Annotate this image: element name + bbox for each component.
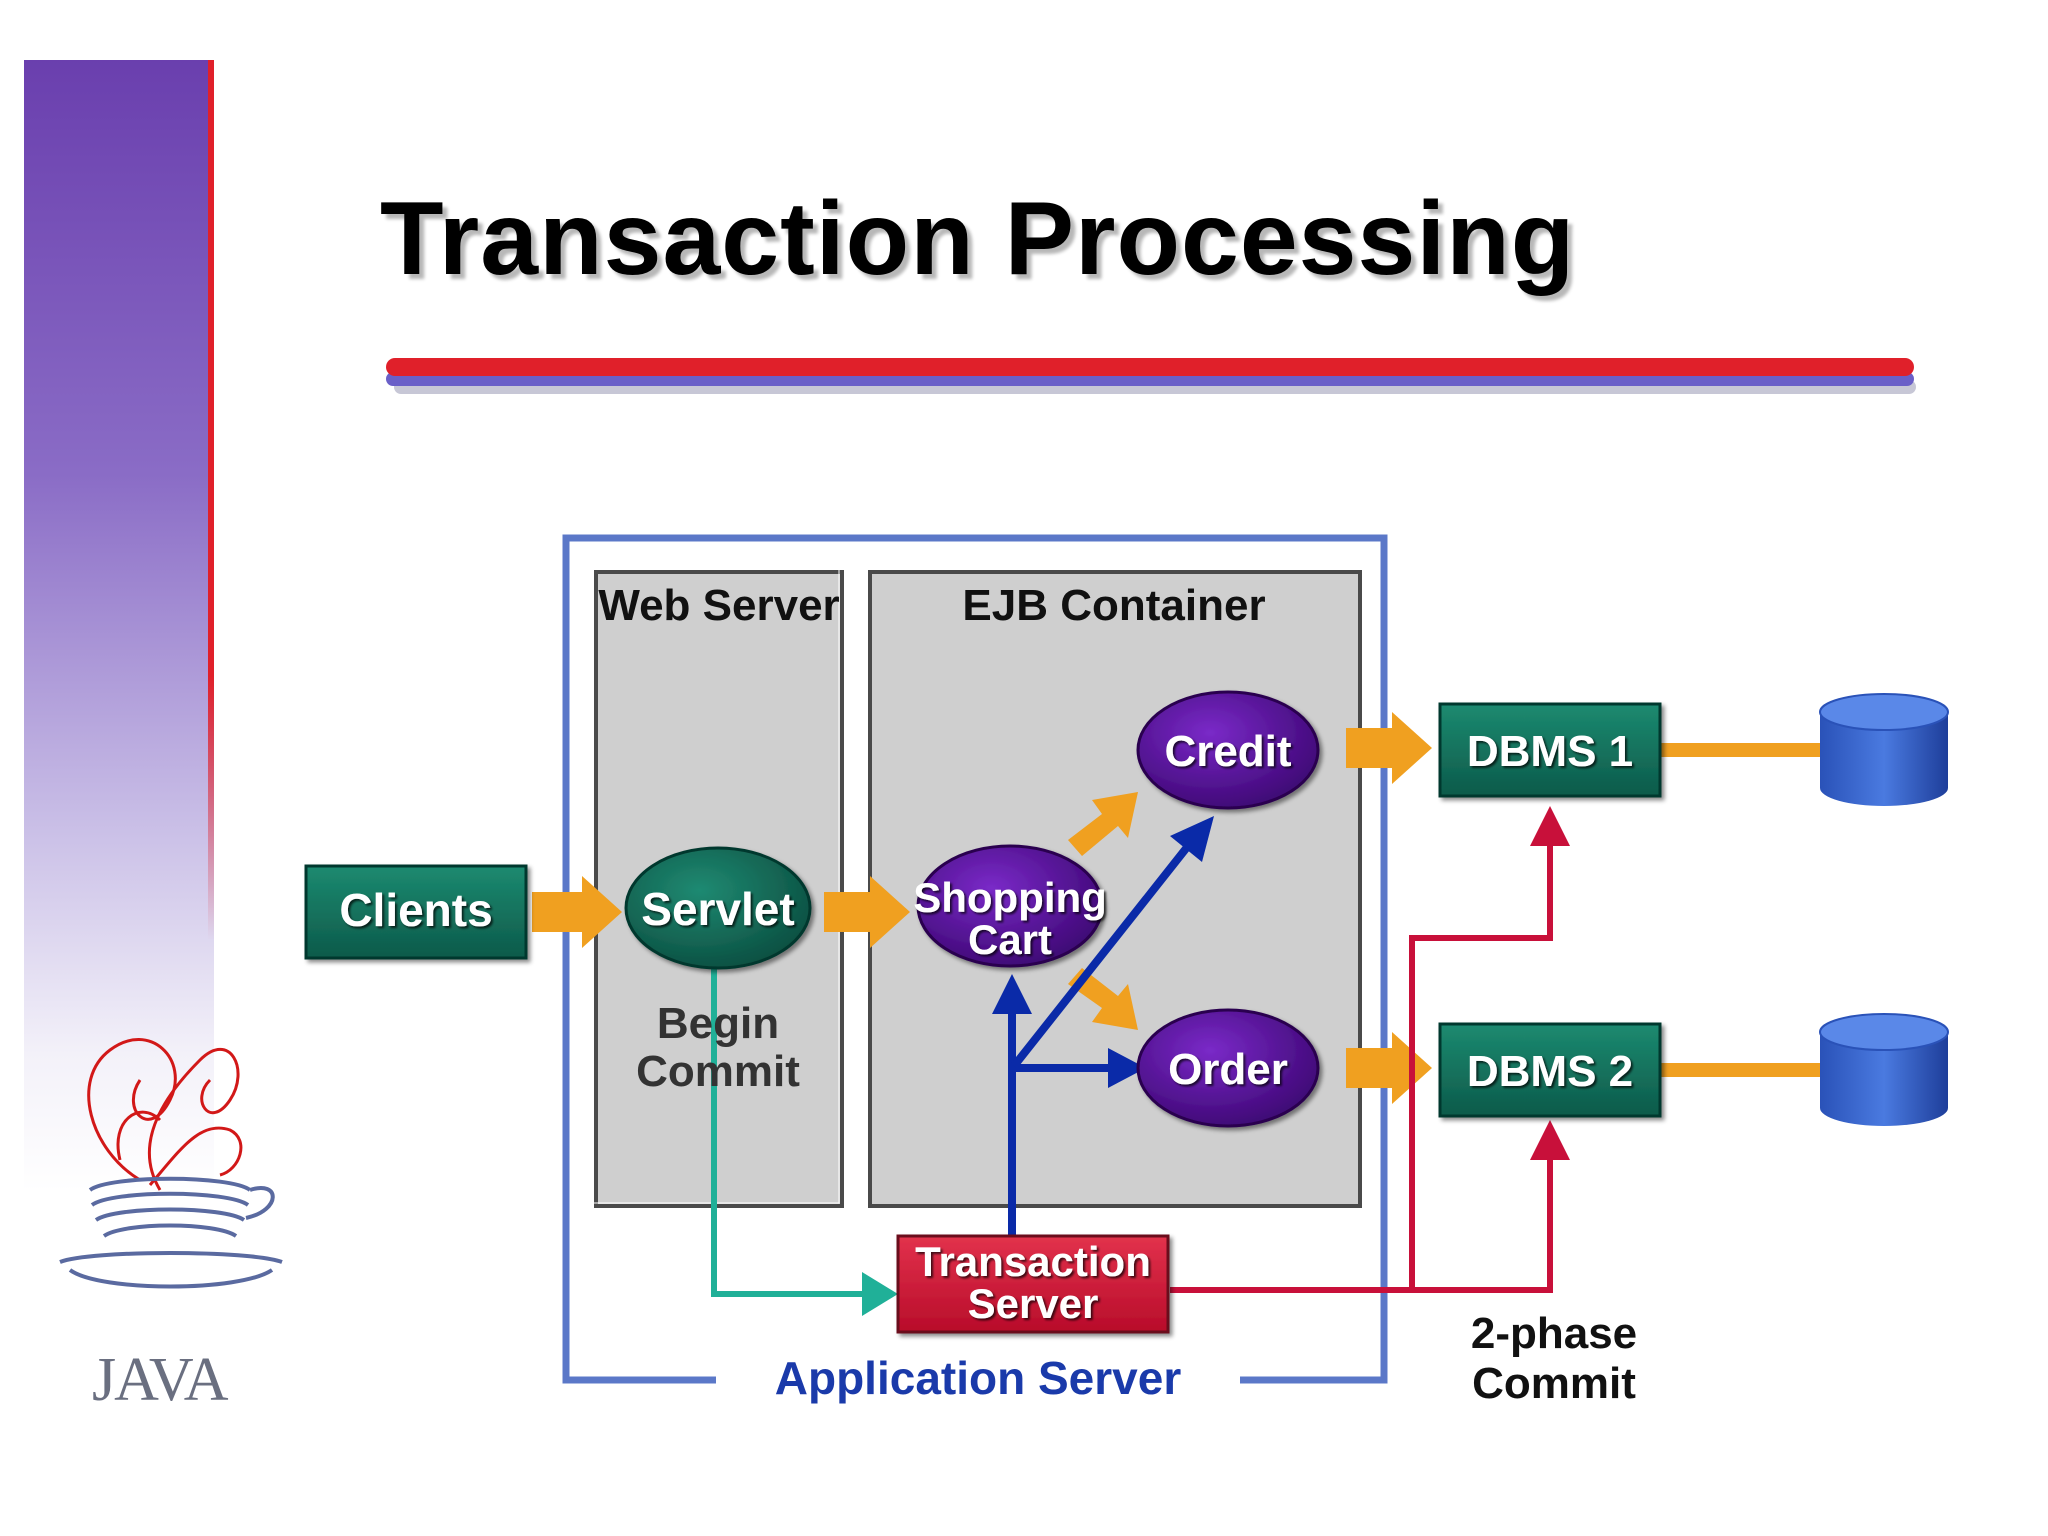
app-server-label: Application Server (775, 1352, 1182, 1404)
arrow-cart-to-credit (1068, 792, 1138, 856)
dbms2-box: DBMS 2 (1438, 1022, 1662, 1118)
page-title: Transaction Processing (380, 181, 1576, 297)
database-1-icon (1819, 693, 1949, 806)
database-2-icon (1819, 1013, 1949, 1126)
arrow-cart-to-order (1068, 968, 1138, 1030)
steam-icon (87, 1038, 243, 1191)
cup-icon (59, 1176, 283, 1289)
app-server-frame (562, 534, 1388, 1384)
shopping-cart-label-1: Shopping (913, 874, 1107, 921)
shopping-cart-label-2: Cart (968, 916, 1052, 963)
transaction-server-label-1: Transaction (915, 1238, 1151, 1285)
ejb-container-label: EJB Container (962, 581, 1265, 630)
web-server-label: Web Server (598, 581, 839, 630)
shopping-cart-node: Shopping Cart (913, 844, 1107, 968)
dbms1-label: DBMS 1 (1467, 727, 1633, 776)
servlet-label: Servlet (641, 883, 794, 935)
java-wordmark: JAVA (92, 1346, 229, 1414)
dbms1-box: DBMS 1 (1438, 702, 1662, 798)
servlet-node: Servlet (624, 846, 812, 970)
clients-box: Clients (304, 864, 528, 960)
arrow-credit-to-dbms1 (1346, 712, 1432, 784)
title-rule (386, 358, 1914, 376)
begin-commit-line (711, 962, 898, 1316)
arrow-clients-to-servlet (532, 876, 622, 948)
java-logo: JAVA (59, 1038, 283, 1414)
two-phase-commit-arrows (1170, 806, 1570, 1293)
order-label: Order (1168, 1045, 1288, 1094)
transaction-server-box: Transaction Server (896, 1234, 1170, 1334)
two-phase-label-1: 2-phase (1471, 1309, 1637, 1358)
sidebar-accent-line (208, 60, 214, 940)
clients-label: Clients (339, 884, 492, 936)
credit-label: Credit (1164, 727, 1291, 776)
commit-label: Commit (636, 1047, 800, 1096)
db-connectors (1660, 743, 1820, 1077)
two-phase-label-2: Commit (1472, 1359, 1636, 1408)
credit-node: Credit (1136, 690, 1320, 810)
dbms2-label: DBMS 2 (1467, 1047, 1633, 1096)
begin-label: Begin (657, 999, 779, 1048)
transaction-server-label-2: Server (968, 1280, 1099, 1327)
order-node: Order (1136, 1008, 1320, 1128)
arrow-servlet-to-cart (824, 876, 910, 948)
transaction-control-arrows (992, 816, 1214, 1236)
